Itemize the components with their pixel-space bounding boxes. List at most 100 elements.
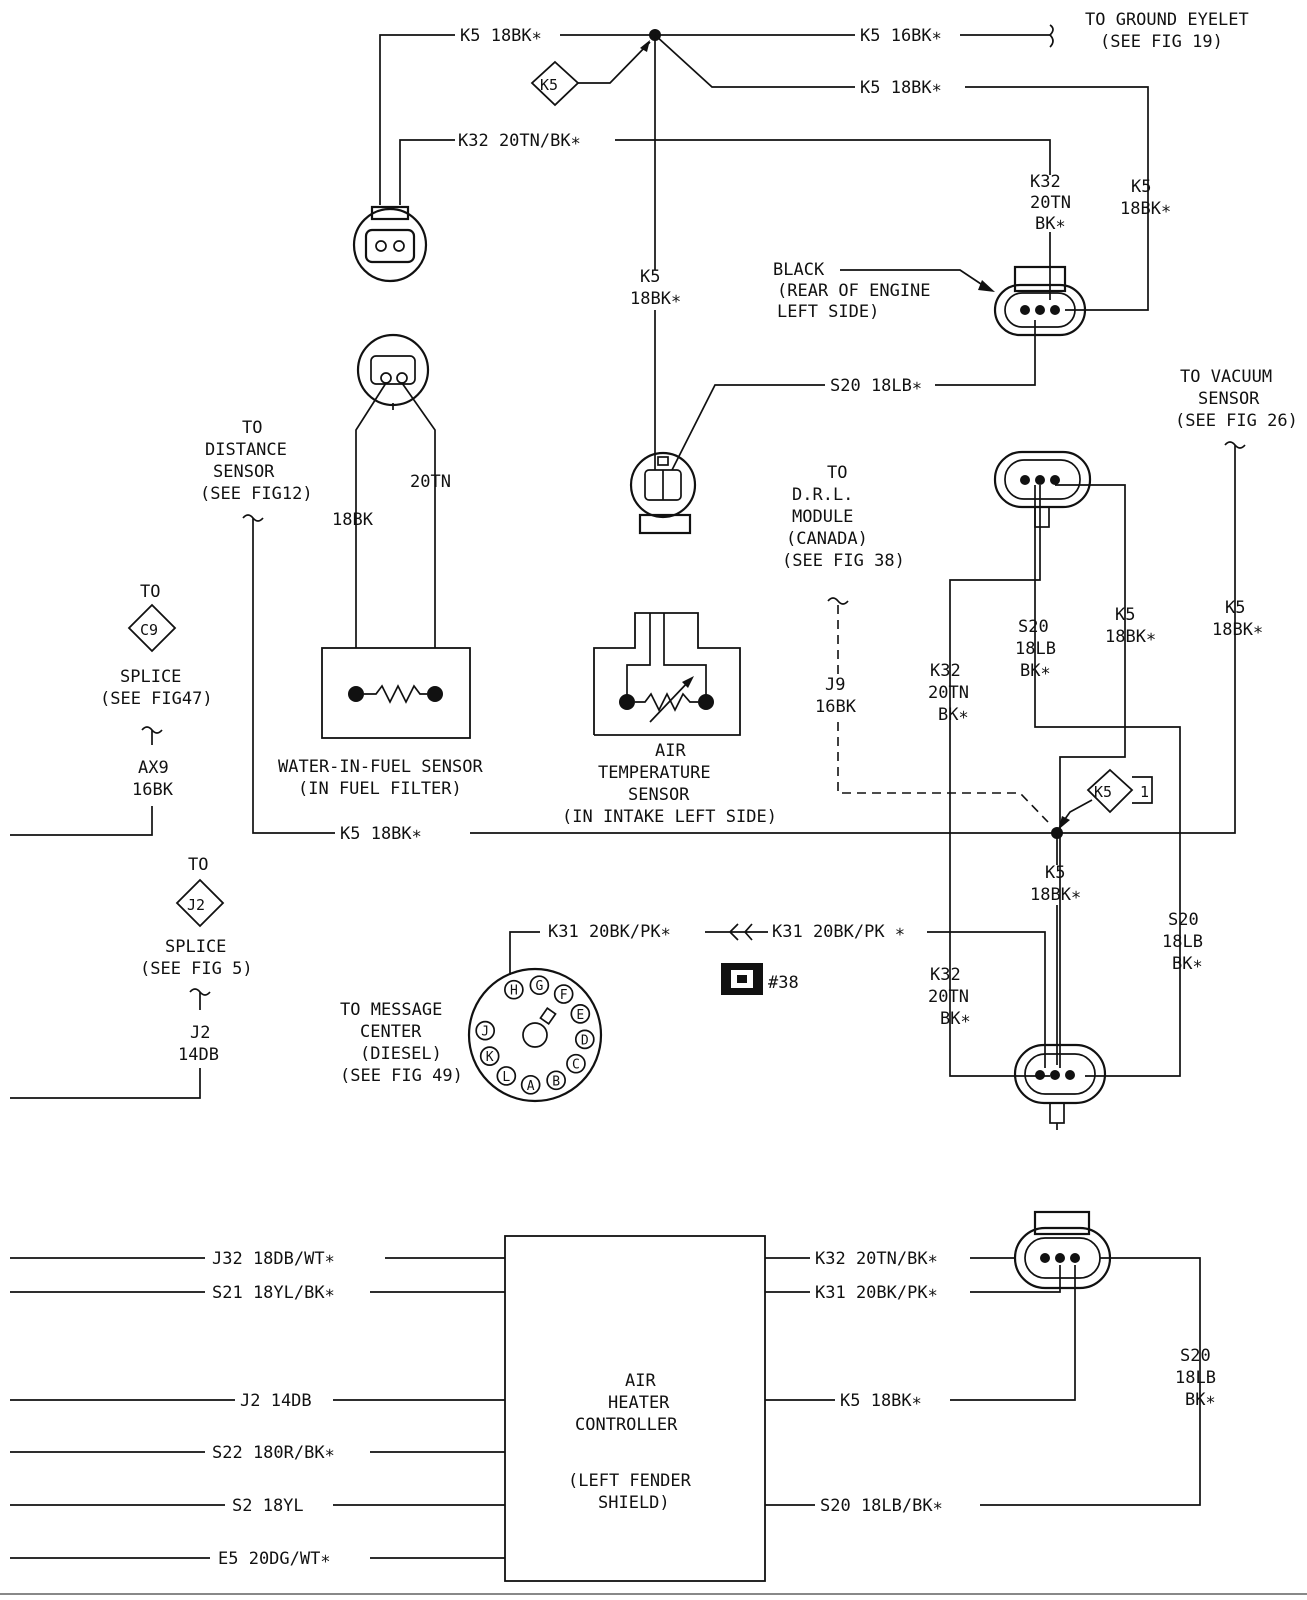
svg-text:(SEE FIG 5): (SEE FIG 5): [140, 959, 253, 979]
pin-e-label: E: [576, 1008, 584, 1023]
wire-label-conn-k32: K32 20TN BK∗: [1030, 172, 1071, 234]
connector-controller: [1013, 1210, 1112, 1290]
svg-text:K32: K32: [930, 965, 961, 985]
svg-text:(IN FUEL FILTER): (IN FUEL FILTER): [298, 779, 462, 799]
pin-f-label: F: [560, 988, 568, 1003]
svg-text:#38: #38: [768, 973, 799, 993]
svg-text:18BK∗: 18BK∗: [1105, 627, 1156, 647]
svg-text:TO: TO: [188, 855, 208, 875]
pin-b-label: B: [552, 1074, 560, 1089]
wire-label-k32-lower: K32 20TN BK∗: [928, 965, 971, 1029]
svg-text:16BK: 16BK: [132, 780, 174, 800]
air-temperature-sensor: AIR TEMPERATURE SENSOR (IN INTAKE LEFT S…: [562, 612, 777, 827]
svg-text:(DIESEL): (DIESEL): [360, 1044, 442, 1064]
svg-text:BK∗: BK∗: [938, 705, 969, 725]
c9-splice-reference: TO C9 SPLICE (SEE FIG47) AX9 16BK: [10, 582, 213, 836]
connector-right-lower: [1013, 1043, 1107, 1130]
pin-f-circle: [553, 984, 574, 1004]
svg-text:K5: K5: [1225, 598, 1245, 618]
controller-right-wires: K32 20TN/BK∗ K31 20BK/PK∗ K5 18BK∗ S20 1…: [765, 1249, 1216, 1516]
pin-c-label: C: [572, 1058, 580, 1073]
connector-water-in-fuel: 18BK 20TN: [332, 333, 451, 690]
svg-text:(SEE FIG 49): (SEE FIG 49): [340, 1066, 463, 1086]
svg-text:(IN INTAKE LEFT SIDE): (IN INTAKE LEFT SIDE): [562, 807, 777, 827]
svg-text:TO: TO: [827, 463, 847, 483]
svg-text:(SEE FIG47): (SEE FIG47): [100, 689, 213, 709]
wire-label-k31-right: K31 20BK/PK ∗: [772, 922, 905, 942]
svg-text:K5: K5: [1115, 605, 1135, 625]
wire-label-k5-vertical: K5 18BK∗: [630, 267, 681, 309]
pin-j-circle: [475, 1020, 496, 1041]
svg-text:J32 18DB/WT∗: J32 18DB/WT∗: [212, 1249, 335, 1269]
svg-text:18LB: 18LB: [1015, 639, 1056, 659]
connector-air-temp: [629, 451, 697, 535]
svg-text:HEATER: HEATER: [608, 1393, 670, 1413]
svg-text:SENSOR: SENSOR: [213, 462, 275, 482]
svg-text:K5 18BK∗: K5 18BK∗: [840, 1391, 922, 1411]
pin-h-circle: [504, 979, 524, 1000]
svg-text:E5 20DG/WT∗: E5 20DG/WT∗: [218, 1549, 331, 1569]
svg-text:BK∗: BK∗: [1185, 1390, 1216, 1410]
svg-text:J2 14DB: J2 14DB: [240, 1391, 312, 1411]
svg-text:20TN: 20TN: [928, 683, 969, 703]
svg-text:S20 18LB/BK∗: S20 18LB/BK∗: [820, 1496, 943, 1516]
splice-marker-k5-top: K5: [530, 40, 651, 107]
water-in-fuel-sensor: WATER-IN-FUEL SENSOR (IN FUEL FILTER): [278, 647, 483, 799]
wire-label-conn-k5: K5 18BK∗: [1120, 177, 1171, 219]
svg-text:C9: C9: [140, 621, 158, 639]
top-wiring: K5 18BK∗ K5 16BK∗ TO GROUND EYELET (SEE …: [379, 10, 1249, 471]
svg-text:DISTANCE: DISTANCE: [205, 440, 287, 460]
wire-label-ctrl-s20: S20 18LB BK∗: [1175, 1346, 1216, 1410]
svg-text:K32: K32: [1030, 172, 1061, 192]
splice-marker-k5-mid: K5 1: [1058, 768, 1153, 830]
svg-text:(SEE FIG 38): (SEE FIG 38): [782, 551, 905, 571]
svg-text:AIR: AIR: [625, 1371, 656, 1391]
svg-text:18BK∗: 18BK∗: [1120, 199, 1171, 219]
air-heater-controller: AIR HEATER CONTROLLER (LEFT FENDER SHIEL…: [504, 1235, 766, 1582]
vacuum-sensor-reference: TO VACUUM SENSOR (SEE FIG 26): [1175, 367, 1298, 449]
svg-text:(REAR OF ENGINE: (REAR OF ENGINE: [777, 281, 931, 301]
black-connector-label: BLACK (REAR OF ENGINE LEFT SIDE): [773, 260, 931, 322]
connector-right-upper: [993, 450, 1092, 528]
svg-text:TO VACUUM: TO VACUUM: [1180, 367, 1272, 387]
pin-d-circle: [574, 1029, 595, 1050]
svg-text:K5: K5: [1131, 177, 1151, 197]
svg-text:K5: K5: [1094, 783, 1112, 801]
pin-j-label: J: [481, 1025, 489, 1040]
pin-a-circle: [520, 1074, 541, 1095]
wire-label-k5-left: K5 18BK∗: [460, 26, 542, 46]
svg-text:20TN: 20TN: [1030, 193, 1071, 213]
pin-d-label: D: [581, 1033, 589, 1048]
svg-text:WATER-IN-FUEL SENSOR: WATER-IN-FUEL SENSOR: [278, 757, 483, 777]
svg-text:J9: J9: [825, 675, 845, 695]
svg-text:TO: TO: [140, 582, 160, 602]
wire-label-j9: J9 16BK: [815, 675, 857, 717]
svg-text:S22 180R/BK∗: S22 180R/BK∗: [212, 1443, 335, 1463]
wire-label-s20-mid: S20 18LB∗: [830, 376, 922, 396]
svg-text:SPLICE: SPLICE: [165, 937, 226, 957]
pin-k-circle: [479, 1046, 500, 1066]
pin-b-circle: [546, 1070, 566, 1091]
svg-text:(SEE FIG 19): (SEE FIG 19): [1100, 32, 1223, 52]
svg-text:16BK: 16BK: [815, 697, 857, 717]
svg-text:BK∗: BK∗: [940, 1009, 971, 1029]
wire-label-s20-lower: S20 18LB BK∗: [1162, 910, 1203, 974]
drl-module-reference: TO D.R.L. MODULE (CANADA) (SEE FIG 38): [782, 463, 905, 605]
svg-text:S20: S20: [1180, 1346, 1211, 1366]
svg-text:20TN: 20TN: [928, 987, 969, 1007]
connector-top-left: [352, 205, 428, 283]
svg-text:14DB: 14DB: [178, 1045, 219, 1065]
svg-text:K5: K5: [640, 267, 660, 287]
wire-label-k31-left: K31 20BK/PK∗: [548, 922, 671, 942]
svg-text:J2: J2: [187, 896, 205, 914]
svg-text:S20: S20: [1168, 910, 1199, 930]
svg-text:TO GROUND EYELET: TO GROUND EYELET: [1085, 10, 1249, 30]
svg-text:1: 1: [1140, 783, 1149, 801]
svg-text:(LEFT FENDER: (LEFT FENDER: [568, 1471, 692, 1491]
pin-e-circle: [570, 1004, 591, 1024]
message-center-label: TO MESSAGE CENTER (DIESEL) (SEE FIG 49): [340, 1000, 463, 1086]
svg-text:SENSOR: SENSOR: [1198, 389, 1260, 409]
svg-text:S20: S20: [1018, 617, 1049, 637]
svg-text:18LB: 18LB: [1162, 932, 1203, 952]
svg-text:18BK∗: 18BK∗: [1212, 620, 1263, 640]
